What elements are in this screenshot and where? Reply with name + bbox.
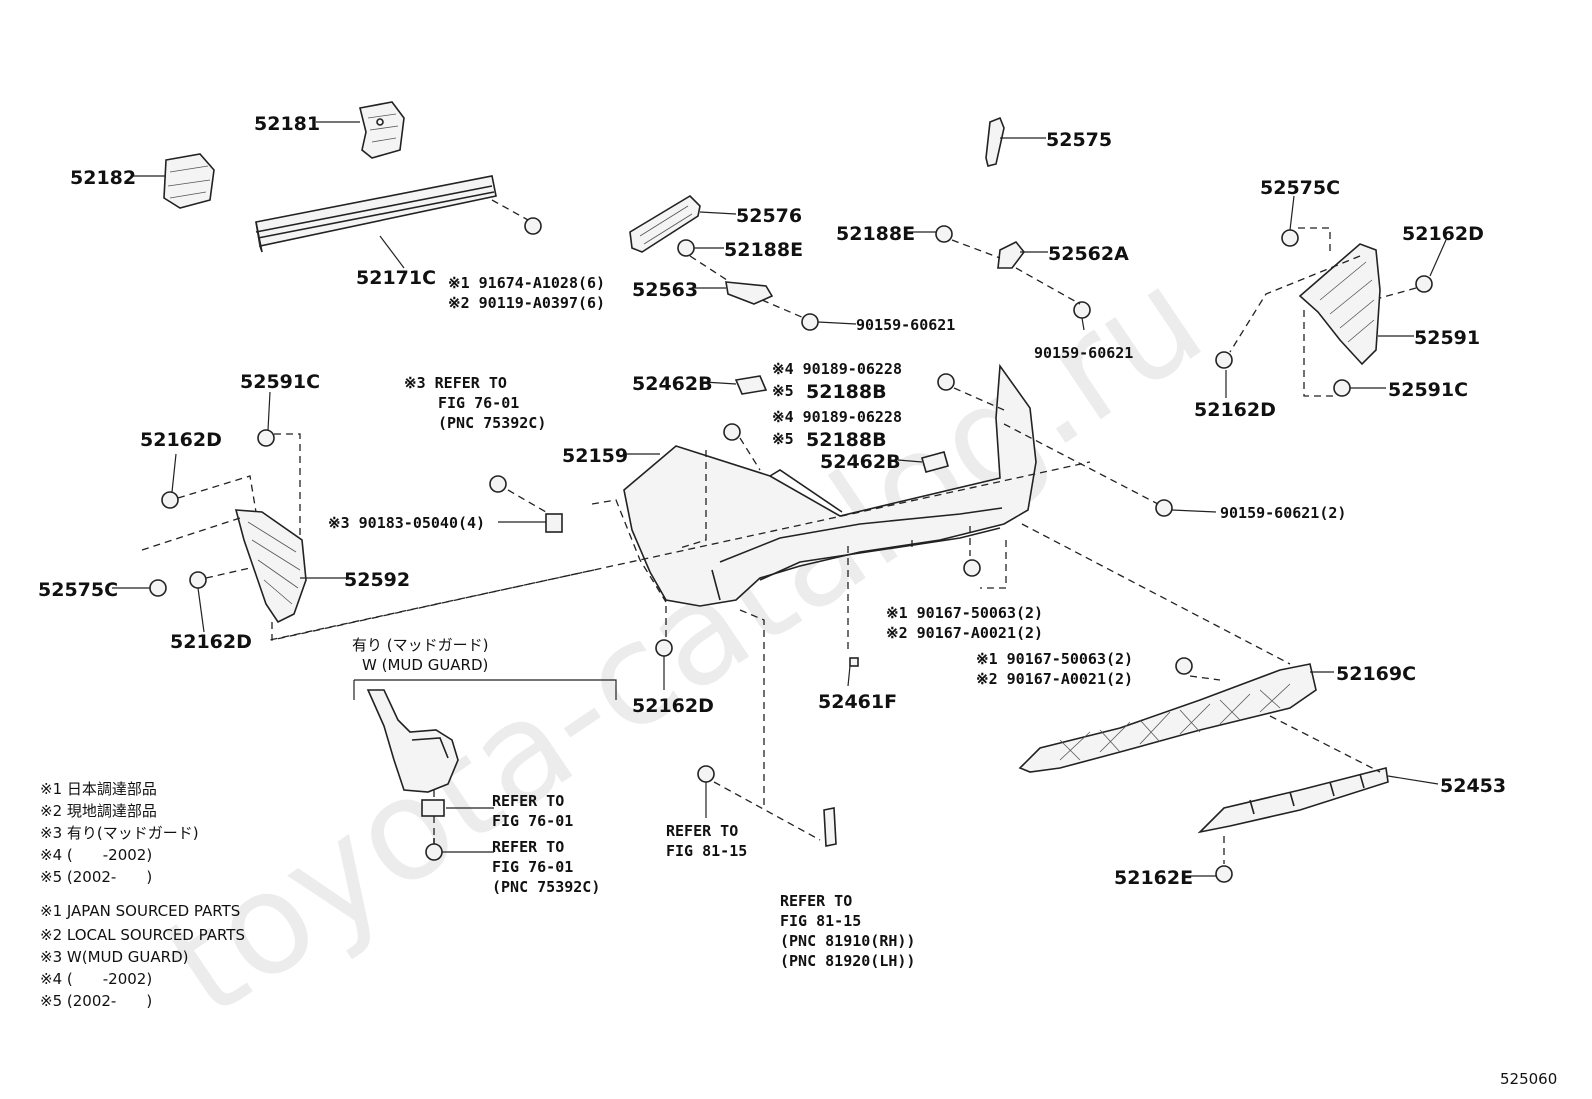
legend-item: ※3 W(MUD GUARD) — [40, 948, 189, 966]
label-52162d-c: 52162D — [632, 695, 714, 717]
legend-item: ※1 日本調達部品 — [40, 780, 157, 798]
label-52188b-b: 52188B — [806, 429, 887, 451]
note-n1-c: ※1 90167-50063(2) — [976, 650, 1133, 668]
note-n2-b: ※2 90167-A0021(2) — [886, 624, 1043, 642]
legend-item: ※2 LOCAL SOURCED PARTS — [40, 926, 245, 944]
label-52591: 52591 — [1414, 327, 1480, 349]
label-52591c-l: 52591C — [240, 371, 320, 393]
ref-b1: REFER TO — [492, 838, 564, 856]
bracket-52592-shape — [234, 509, 307, 624]
label-52576: 52576 — [736, 205, 802, 227]
label-52162d-l2: 52162D — [170, 631, 252, 653]
note-n4-a: ※4 90189-06228 — [772, 360, 902, 378]
label-52462b-a: 52462B — [632, 373, 713, 395]
mud-guard-en: W (MUD GUARD) — [362, 656, 488, 674]
legend-item: ※5 (2002- ) — [40, 992, 152, 1010]
ref3-line3: (PNC 75392C) — [438, 414, 546, 432]
ref-a2: FIG 76-01 — [492, 812, 573, 830]
label-52591c-r: 52591C — [1388, 379, 1468, 401]
label-52188e-a: 52188E — [724, 239, 803, 261]
label-52188b-a: 52188B — [806, 381, 887, 403]
mud-guard-bracket-shape — [421, 799, 445, 817]
ref-d4: (PNC 81920(LH)) — [780, 952, 915, 970]
garnish-52453-shape — [1197, 767, 1389, 834]
ref-a1: REFER TO — [492, 792, 564, 810]
label-52461f: 52461F — [818, 691, 897, 713]
label-52575c-r: 52575C — [1260, 177, 1340, 199]
note-n5-b: ※5 — [772, 430, 794, 448]
note-n5-a: ※5 — [772, 382, 794, 400]
bolt-a: 90159-60621 — [856, 316, 955, 334]
label-52563: 52563 — [632, 279, 698, 301]
ref3-line1: ※3 REFER TO — [404, 374, 507, 392]
note-n1-b: ※1 90167-50063(2) — [886, 604, 1043, 622]
ref-d1: REFER TO — [780, 892, 852, 910]
figure-id: 525060 — [1500, 1070, 1557, 1088]
legend-item: ※1 JAPAN SOURCED PARTS — [40, 902, 240, 920]
mud-guard-shape — [366, 689, 459, 793]
reinforcement-52171c-shape — [255, 175, 497, 253]
bracket-52181-shape — [359, 101, 405, 159]
retainer-52576-shape — [629, 194, 701, 253]
ref-d3: (PNC 81910(RH)) — [780, 932, 915, 950]
label-52169c: 52169C — [1336, 663, 1416, 685]
legend-item: ※4 ( -2002) — [40, 846, 152, 864]
assembly-lines — [141, 199, 1417, 864]
label-52575c-l: 52575C — [38, 579, 118, 601]
bolt-b: 90159-60621 — [1034, 344, 1133, 362]
label-52453: 52453 — [1440, 775, 1506, 797]
bumper-cover-52159-shape — [623, 363, 1037, 607]
label-52562a: 52562A — [1048, 243, 1129, 265]
note-n2-a: ※2 90119-A0397(6) — [448, 294, 605, 312]
bracket-52591-shape — [1298, 243, 1381, 366]
label-52162d-r2: 52162D — [1194, 399, 1276, 421]
bracket-52182-shape — [163, 153, 215, 209]
diffuser-52169c-shape — [1018, 663, 1317, 773]
label-52159: 52159 — [562, 445, 628, 467]
mud-guard-jp: 有り (マッドガード) — [352, 636, 488, 654]
note-n1-a: ※1 91674-A1028(6) — [448, 274, 605, 292]
reflector-shape — [823, 807, 837, 847]
note-n2-c: ※2 90167-A0021(2) — [976, 670, 1133, 688]
legend-item: ※5 (2002- ) — [40, 868, 152, 886]
legend: ※1 日本調達部品 ※2 現地調達部品 ※3 有り(マッドガード) ※4 ( -… — [40, 780, 245, 1010]
label-52171c: 52171C — [356, 267, 436, 289]
label-52162d-r1: 52162D — [1402, 223, 1484, 245]
legend-item: ※4 ( -2002) — [40, 970, 152, 988]
note-n3-clip: ※3 90183-05040(4) — [328, 514, 485, 532]
ref-b2: FIG 76-01 — [492, 858, 573, 876]
retainer-52562a-shape — [997, 240, 1026, 269]
ref-d2: FIG 81-15 — [780, 912, 861, 930]
note-n4-b: ※4 90189-06228 — [772, 408, 902, 426]
ref3-line2: FIG 76-01 — [438, 394, 519, 412]
label-52592: 52592 — [344, 569, 410, 591]
ref-b3: (PNC 75392C) — [492, 878, 600, 896]
ref-c1: REFER TO — [666, 822, 738, 840]
leader-lines — [112, 121, 1447, 877]
ref-c2: FIG 81-15 — [666, 842, 747, 860]
bolt-c: 90159-60621(2) — [1220, 504, 1346, 522]
label-52575: 52575 — [1046, 129, 1112, 151]
legend-item: ※3 有り(マッドガード) — [40, 824, 199, 842]
label-52181: 52181 — [254, 113, 320, 135]
label-52188e-b: 52188E — [836, 223, 915, 245]
legend-item: ※2 現地調達部品 — [40, 802, 157, 820]
fasteners — [149, 217, 1433, 883]
label-52162d-l1: 52162D — [140, 429, 222, 451]
pad-52462b-b-shape — [921, 451, 949, 473]
label-52162e: 52162E — [1114, 867, 1193, 889]
bracket-52575-shape — [985, 116, 1005, 167]
label-52182: 52182 — [70, 167, 136, 189]
label-52462b-b: 52462B — [820, 451, 901, 473]
pad-52462b-a-shape — [734, 375, 768, 395]
